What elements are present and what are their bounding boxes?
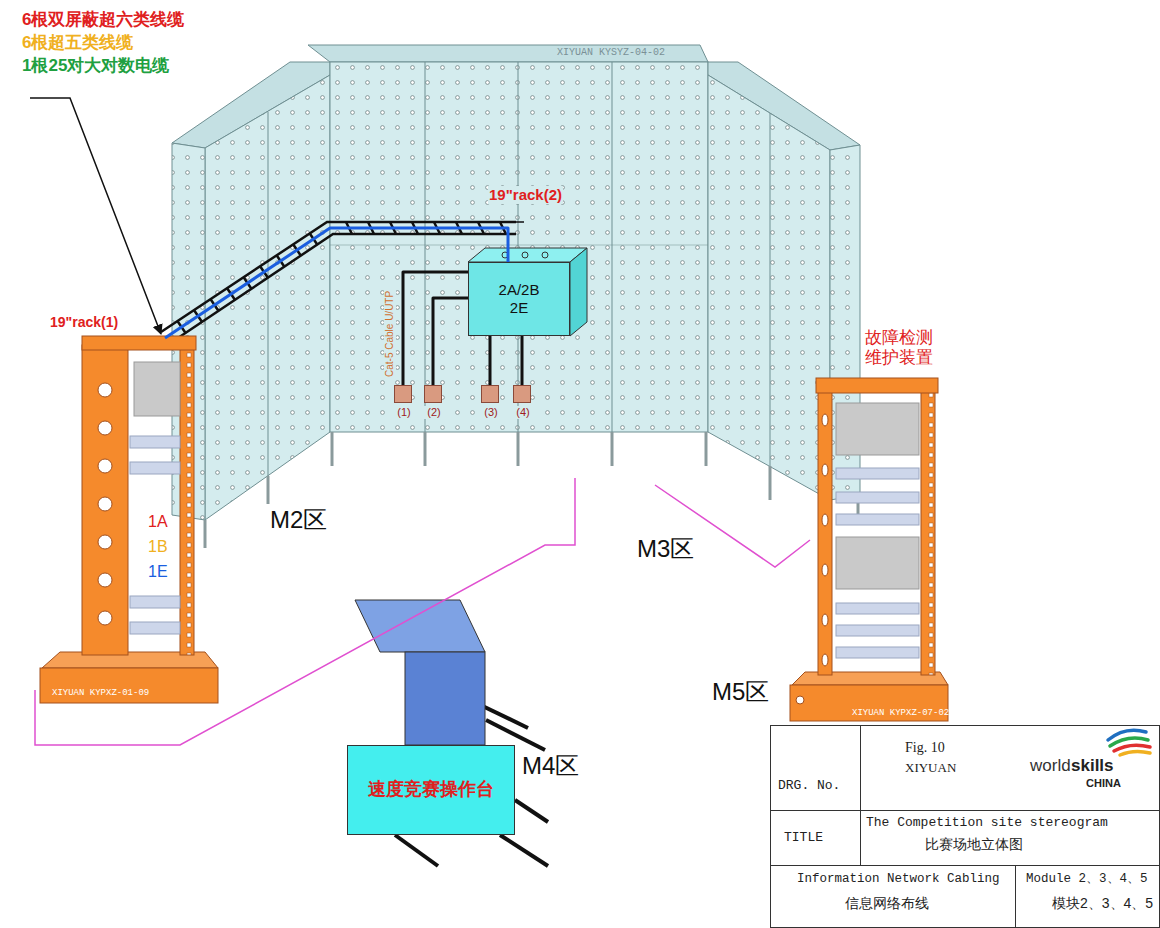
cable-drop bbox=[433, 298, 468, 385]
zone-label: M5区 bbox=[712, 678, 769, 707]
device-label: 故障检测 维护装置 bbox=[860, 328, 938, 369]
table-cell: XIYUAN bbox=[905, 760, 956, 776]
cable-drop bbox=[403, 272, 468, 385]
outlet-number: (3) bbox=[477, 406, 505, 419]
cable-drop bbox=[489, 336, 492, 385]
cable-run bbox=[165, 228, 508, 338]
panel-label: 1E bbox=[148, 562, 168, 581]
logo-text: CHINA bbox=[1086, 777, 1121, 790]
table-cell: 比赛场地立体图 bbox=[925, 836, 1023, 853]
title-block bbox=[770, 725, 1160, 928]
cable-note: 1根25对大对数电缆 bbox=[22, 56, 169, 76]
watermark: XIYUAN KYSYZ-04-02 bbox=[556, 47, 666, 59]
rack-cabinet: 故障检测 维护装置XIYUAN KYPXZ-07-02 bbox=[790, 378, 948, 723]
rack-label: 19"rack(2) bbox=[488, 186, 563, 204]
outlet-number: (2) bbox=[420, 406, 448, 419]
zone-label: M2区 bbox=[270, 506, 327, 535]
rack-label: 19"rack(1) bbox=[50, 314, 118, 331]
table-cell: 信息网络布线 bbox=[845, 895, 929, 912]
outlet-number: (4) bbox=[509, 406, 537, 419]
table-cell: DRG. No. bbox=[778, 778, 840, 794]
cable-note: 6根双屏蔽超六类线缆 bbox=[22, 10, 184, 30]
distribution-box: 2A/2B2E bbox=[468, 262, 570, 336]
worldskills-logo bbox=[1108, 730, 1150, 755]
outlet-box: (4) bbox=[513, 385, 531, 403]
zone-outline bbox=[35, 478, 810, 745]
zone-label: M3区 bbox=[637, 535, 694, 564]
table-label: 速度竞赛操作台 bbox=[368, 779, 494, 801]
zone-label: M4区 bbox=[522, 752, 579, 781]
outlet-box: (2) bbox=[424, 385, 442, 403]
model-number: XIYUAN KYPXZ-07-02 bbox=[852, 708, 949, 719]
outlet-box: (3) bbox=[481, 385, 499, 403]
wall bbox=[172, 45, 860, 520]
outlet-box: (1) bbox=[394, 385, 412, 403]
box-label: 2E bbox=[510, 299, 528, 317]
table-cell: Fig. 10 bbox=[905, 740, 945, 757]
operating-table-top: 速度竞赛操作台 bbox=[347, 745, 515, 835]
table-cell: Module 2、3、4、5 bbox=[1026, 872, 1148, 887]
leader-line bbox=[30, 98, 161, 334]
distribution-box bbox=[468, 248, 587, 336]
panel-label: 1A bbox=[148, 512, 168, 531]
rack-cabinet: 19"rack(1)1A1B1EXIYUAN KYPXZ-01-09 bbox=[40, 338, 220, 706]
table-cell: TITLE bbox=[784, 830, 823, 846]
panel-label: 1B bbox=[148, 537, 168, 556]
table-cell: The Competition site stereogram bbox=[866, 815, 1108, 831]
wall-leg bbox=[205, 432, 858, 548]
rack-frame bbox=[40, 336, 218, 703]
table-cell: Information Network Cabling bbox=[797, 872, 1000, 887]
table-cell: 模块2、3、4、5 bbox=[1052, 895, 1153, 912]
outlet-number: (1) bbox=[390, 406, 418, 419]
cable-drop bbox=[521, 336, 524, 385]
model-number: XIYUAN KYPXZ-01-09 bbox=[52, 688, 149, 699]
box-label: 2A/2B bbox=[499, 281, 540, 299]
rack-frame bbox=[790, 378, 948, 721]
logo-text: skills bbox=[1071, 756, 1114, 776]
logo-text: world bbox=[1030, 756, 1071, 776]
cable-type: Cat-5 Cable U/UTP bbox=[384, 290, 396, 378]
cable-note: 6根超五类线缆 bbox=[22, 33, 133, 53]
